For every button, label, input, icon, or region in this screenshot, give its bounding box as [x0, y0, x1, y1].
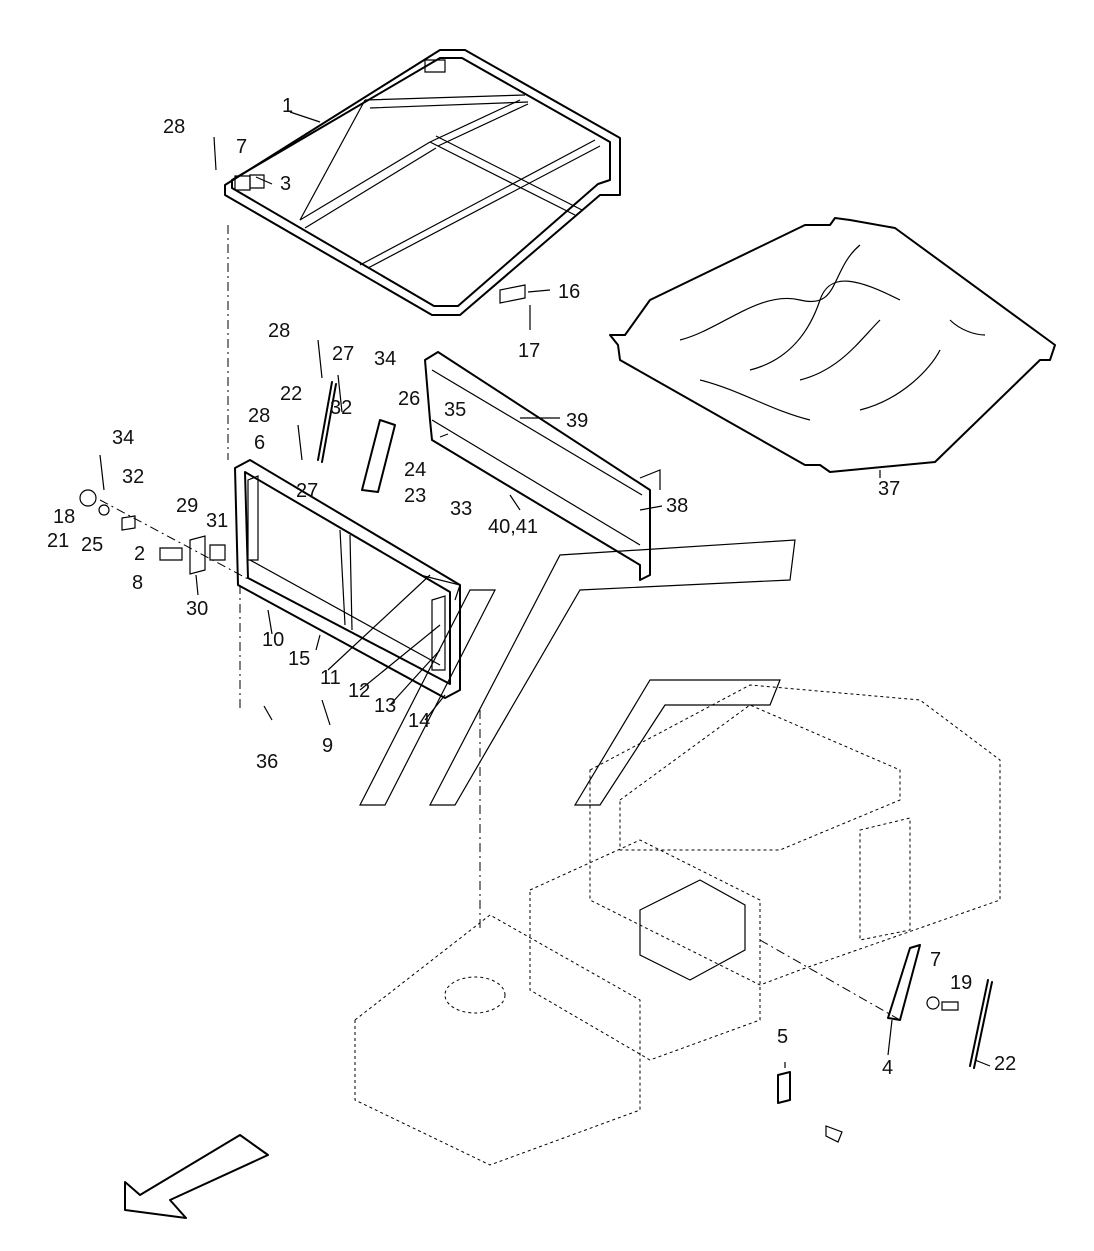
callout-label: 9: [322, 735, 333, 757]
seal-mat: [609, 217, 1056, 473]
callout-label: 30: [186, 598, 208, 620]
callout-label: 26: [398, 388, 420, 410]
callout-label: 13: [374, 695, 396, 717]
callout-label: 38: [666, 495, 688, 517]
left-hardware: [79, 136, 526, 721]
callout-label: 5: [777, 1026, 788, 1048]
callout-label: 17: [518, 340, 540, 362]
callout-label: 12: [348, 680, 370, 702]
callout-label: 27: [332, 343, 354, 365]
watermark-logo: [359, 539, 796, 806]
callout-label: 24: [404, 459, 426, 481]
callout-label: 23: [404, 485, 426, 507]
callout-label: 28: [163, 116, 185, 138]
callout-label: 18: [53, 506, 75, 528]
callout-label: 11: [320, 667, 341, 689]
callout-label: 34: [112, 427, 134, 449]
callout-label: 4: [882, 1057, 893, 1079]
callout-label: 19: [950, 972, 972, 994]
callout-label: 21: [47, 530, 69, 552]
callout-label: 31: [206, 510, 228, 532]
callout-label: 29: [176, 495, 198, 517]
hatch-frame: [234, 459, 461, 699]
callout-label: 39: [566, 410, 588, 432]
callout-label: 3: [280, 173, 291, 195]
callout-label: 10: [262, 629, 284, 651]
callout-label: 35: [444, 399, 466, 421]
callout-label: 33: [450, 498, 472, 520]
right-hinge-parts: [777, 944, 993, 1143]
callout-label: 34: [374, 348, 396, 370]
roof-frame: [224, 49, 621, 316]
callout-label: 22: [994, 1053, 1016, 1075]
callout-label: 28: [248, 405, 270, 427]
callout-label: 22: [280, 383, 302, 405]
callout-label: 15: [288, 648, 310, 670]
callout-label: 2: [134, 543, 145, 565]
gas-spring-top: [317, 381, 337, 463]
callout-label: 40,41: [488, 516, 538, 538]
callout-label: 6: [254, 432, 265, 454]
callout-label: 14: [408, 710, 430, 732]
callout-label: 27: [296, 480, 318, 502]
callout-label: 25: [81, 534, 103, 556]
hinge-bracket: [361, 419, 396, 493]
callout-label: 7: [236, 136, 247, 158]
callout-label: 16: [558, 281, 580, 303]
callout-label: 8: [132, 572, 143, 594]
callout-label: 37: [878, 478, 900, 500]
leader-lines: [195, 111, 991, 1068]
callout-label: 32: [330, 397, 352, 419]
callout-label: 1: [282, 95, 293, 117]
rear-frame: [424, 351, 661, 581]
callout-label: 28: [268, 320, 290, 342]
cab-body: [239, 585, 1001, 1166]
callout-label: 7: [930, 949, 941, 971]
callout-label: 32: [122, 466, 144, 488]
callout-label: 36: [256, 751, 278, 773]
direction-arrow-icon: [124, 1134, 269, 1219]
